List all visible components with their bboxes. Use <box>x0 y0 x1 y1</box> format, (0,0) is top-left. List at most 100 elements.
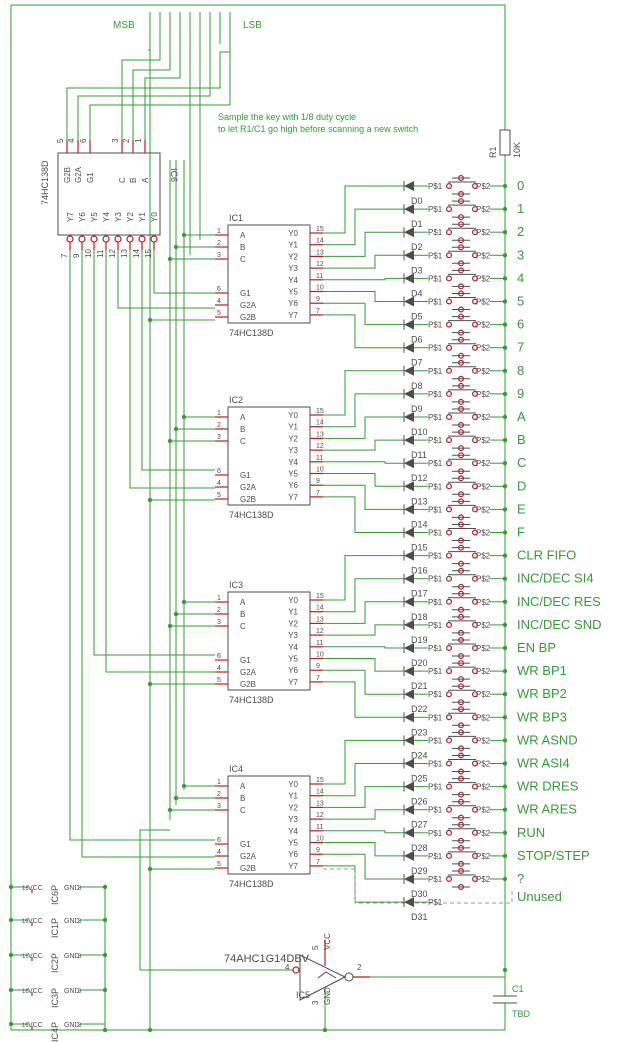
diode-label: D12 <box>411 473 428 483</box>
decoder-pin-name: Y3 <box>288 264 298 273</box>
key-label: WR ASI4 <box>517 756 570 771</box>
junction-dot <box>173 795 179 801</box>
switch-contact <box>472 206 479 213</box>
power-gnd-label: GND <box>64 918 80 925</box>
decoder-pin-number: 14 <box>316 420 324 427</box>
junction-dot <box>502 276 508 281</box>
ic6-pin-number: 9 <box>72 253 81 258</box>
ic6-pin-name: Y6 <box>78 212 87 222</box>
junction-dot <box>502 738 508 743</box>
diode-label: D3 <box>411 265 423 275</box>
diode-triangle <box>404 365 414 376</box>
diode-label: D6 <box>411 335 423 345</box>
switch-contact <box>446 875 453 882</box>
junction-dot <box>502 692 508 697</box>
decoder-part: 74HC138D <box>229 695 274 705</box>
power-vcc-label: VCC <box>28 918 43 925</box>
pin-circle <box>66 235 74 243</box>
decoder-pin-name: Y2 <box>288 252 298 261</box>
switch-contact <box>446 783 453 790</box>
pin-circle <box>102 235 110 243</box>
output-wire <box>323 669 404 695</box>
output-wire <box>323 853 404 880</box>
decoder-pin-number: 10 <box>316 652 324 659</box>
wire-layer <box>8 4 513 1033</box>
key-label: E <box>517 501 526 516</box>
vcc-rail <box>11 4 506 130</box>
decoder-pin-name: Y5 <box>288 288 298 297</box>
switch-pin-label: P$1 <box>428 482 443 491</box>
diode-label: D13 <box>411 496 428 506</box>
switch-pin-label: P$2 <box>476 344 491 353</box>
c1-value: TBD <box>512 1009 531 1019</box>
junction-dot <box>147 681 153 687</box>
decoder-pin-number: 5 <box>217 861 221 868</box>
key-label: EN BP <box>517 640 556 655</box>
switch-pin-label: P$2 <box>476 806 491 815</box>
ic5-name: IC5 <box>296 990 310 1000</box>
pin-circle <box>292 966 300 974</box>
decoder-pin-name: C <box>240 255 246 264</box>
junction-dot <box>502 461 508 466</box>
ic6-name: IC6 <box>169 168 179 182</box>
decoder-pin-number: 11 <box>316 640 323 647</box>
switch-pin-label: P$1 <box>428 667 443 676</box>
junction-dot <box>173 611 179 617</box>
output-wire <box>323 439 404 451</box>
power-pin: 16 <box>22 1023 29 1029</box>
lsb-label: LSB <box>243 20 262 31</box>
r1-value: 10K <box>512 142 522 158</box>
switch-pin-label: P$1 <box>428 898 443 907</box>
decoder-pin-number: 12 <box>316 812 324 819</box>
diode-triangle <box>404 273 414 284</box>
diode-triangle <box>404 481 414 492</box>
decoder-pin-number: 4 <box>217 480 221 487</box>
decoder-pin-name: Y6 <box>288 299 298 308</box>
diode-label: D9 <box>411 404 423 414</box>
diode-label: D24 <box>411 750 428 760</box>
switch-pin-label: P$2 <box>476 644 491 653</box>
switch-pin-label: P$2 <box>476 228 491 237</box>
junction-dot <box>502 807 508 812</box>
diode-triangle <box>404 666 414 677</box>
output-wire <box>323 865 404 903</box>
switch-contact <box>446 252 453 259</box>
switch-pin-label: P$2 <box>476 205 491 214</box>
decoder-pin-number: 5 <box>217 310 221 317</box>
enable-wire <box>69 250 215 841</box>
decoder-pin-name: G2A <box>240 852 257 861</box>
switch-pin-label: P$1 <box>428 713 443 722</box>
decoder-pin-number: 5 <box>217 492 221 499</box>
output-wire <box>323 254 404 269</box>
switch-contact <box>472 621 479 628</box>
bus-wire <box>77 12 211 140</box>
decoder-pin-number: 13 <box>316 616 324 623</box>
decoder-pin-name: G2B <box>240 313 256 322</box>
switch-contact <box>446 506 453 513</box>
decoder-name: IC2 <box>229 395 243 405</box>
switch-pin-label: P$1 <box>428 205 443 214</box>
switch-pin-label: P$2 <box>476 852 491 861</box>
junction-dot <box>502 876 508 882</box>
decoder-pin-number: 13 <box>316 431 324 438</box>
power-pin: 8 <box>78 954 82 960</box>
switch-pin-label: P$1 <box>428 321 443 330</box>
switch-pin-label: P$1 <box>428 274 443 283</box>
switch-pin-label: P$1 <box>428 760 443 769</box>
diode-label: D10 <box>411 427 428 437</box>
switch-pin-label: P$2 <box>476 482 491 491</box>
ic6-pin-name: Y5 <box>90 212 99 222</box>
key-label: F <box>517 525 525 540</box>
switch-contact <box>472 437 479 444</box>
junction-dot <box>502 830 508 835</box>
junction-dot <box>502 668 508 674</box>
diode-triangle <box>404 781 414 792</box>
power-gnd-label: GND <box>64 1022 80 1029</box>
enable-wire <box>141 250 215 471</box>
diode-label: D21 <box>411 681 428 691</box>
decoder-pin-name: Y0 <box>288 780 298 789</box>
diode-label: D17 <box>411 589 428 599</box>
decoder-pin-name: Y1 <box>288 792 298 801</box>
diode-triangle <box>404 458 414 469</box>
switch-contact <box>446 390 453 397</box>
